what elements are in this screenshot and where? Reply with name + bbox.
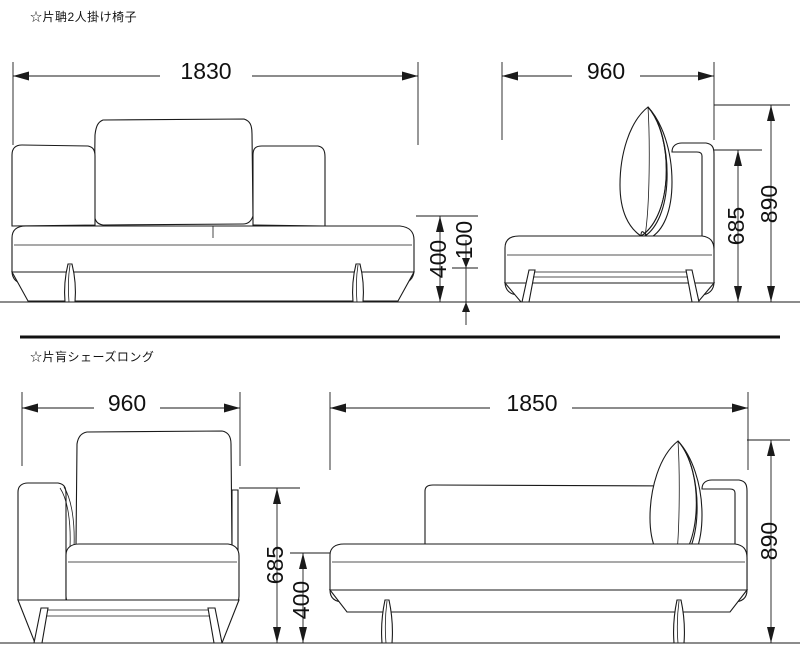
arrowhead-bottom-400-s2 (299, 627, 307, 643)
dimension-100-front: 100 (451, 221, 478, 325)
dimension-label-685-section-2: 685 (262, 546, 288, 584)
front-view-chaise (17, 430, 240, 644)
dimension-label-960-section-1: 960 (587, 58, 625, 84)
side-view-two-seater (503, 106, 716, 303)
arrowhead-top-685-s1 (734, 150, 742, 166)
left-arm-back-front (11, 144, 96, 227)
backrest-long-panel-chaise (424, 484, 684, 551)
section-title-one-arm-two-seater: ☆片聃2人掛け椅子 (30, 10, 138, 24)
seat-cushion-front-chaise (65, 543, 240, 608)
dimension-label-890-section-2: 890 (756, 522, 782, 560)
arrowhead-top-400-s2 (299, 553, 307, 569)
arrowhead-top-400 (436, 216, 444, 232)
leaf-cushion-center-seam (644, 106, 650, 237)
base-skirt-front-chaise (17, 599, 240, 644)
backrest-panel-front (252, 145, 326, 227)
dimension-1850: 1850 (329, 390, 749, 470)
arrowhead-left-1850 (330, 403, 346, 413)
dimension-960-section-1: 960 (501, 58, 715, 140)
arrowhead-right-960-s1 (698, 71, 714, 81)
leg-chaise-side-right (673, 599, 685, 644)
dimension-685-section-1: 685 (714, 149, 762, 302)
arrowhead-top-100 (462, 258, 470, 268)
leg-side-left (521, 269, 536, 303)
arrowhead-right-960-s2 (224, 403, 240, 413)
base-skirt-front (11, 271, 415, 302)
leg-front-right-detail (355, 264, 359, 303)
leg-chaise-side-right-detail (676, 600, 680, 644)
arrowhead-top-890-s1 (767, 105, 775, 121)
base-skirt-side (503, 282, 716, 303)
arrowhead-bottom-400 (436, 286, 444, 302)
dimension-label-1850: 1850 (506, 390, 557, 416)
seat-cushion-side (504, 235, 715, 296)
dimension-label-400-section-2: 400 (288, 581, 314, 619)
leg-front-chaise-left (33, 607, 49, 644)
dimension-label-960-section-2: 960 (108, 390, 146, 416)
front-view-two-seater (11, 118, 415, 303)
dimension-400-front: 400 (416, 215, 478, 302)
arrowhead-bottom-685-s2 (273, 627, 281, 643)
leg-front-right (352, 263, 364, 303)
leg-front-left (64, 263, 76, 303)
arrowhead-bottom-685-s1 (734, 286, 742, 302)
dimension-890-section-1: 890 (714, 104, 790, 302)
dimension-label-1830: 1830 (180, 58, 231, 84)
arrowhead-top-685-s2 (273, 488, 281, 504)
dimension-label-100-front: 100 (451, 221, 477, 259)
dimension-1830: 1830 (12, 58, 419, 145)
backrest-panel-side (671, 142, 715, 249)
dimension-960-section-2: 960 (21, 390, 241, 466)
arrowhead-right-1850 (732, 403, 748, 413)
arrowhead-bottom-890-s1 (767, 286, 775, 302)
side-view-chaise (328, 440, 749, 644)
back-cushion-front-chaise (75, 430, 233, 557)
arrowhead-left-960-s2 (22, 403, 38, 413)
back-cushion-front (93, 118, 254, 226)
arrowhead-left-1830 (13, 71, 29, 81)
base-skirt-chaise-side (328, 589, 749, 613)
leg-chaise-side-left (381, 599, 393, 644)
dimension-label-890-section-1: 890 (756, 185, 782, 223)
dimension-400-section-2: 400 (288, 552, 330, 643)
leg-front-chaise-right (207, 607, 223, 644)
section-title-one-arm-chaise-longue: ☆片肓シェーズロング (30, 350, 155, 364)
arrowhead-left-960-s1 (502, 71, 518, 81)
arrowhead-top-890-s2 (767, 440, 775, 456)
arrowhead-bottom-100 (462, 302, 470, 312)
dimension-685-section-2: 685 (239, 487, 300, 643)
leg-front-left-detail (67, 264, 71, 303)
arrowhead-bottom-890-s2 (767, 627, 775, 643)
dimension-label-400-front: 400 (425, 240, 451, 278)
arrowhead-right-1830 (402, 71, 418, 81)
leg-chaise-side-left-detail (384, 600, 388, 644)
leg-side-right (685, 269, 700, 303)
left-arm-front-chaise (17, 482, 67, 601)
dimension-890-section-2: 890 (747, 439, 790, 643)
dimension-label-685-section-1: 685 (723, 207, 749, 245)
